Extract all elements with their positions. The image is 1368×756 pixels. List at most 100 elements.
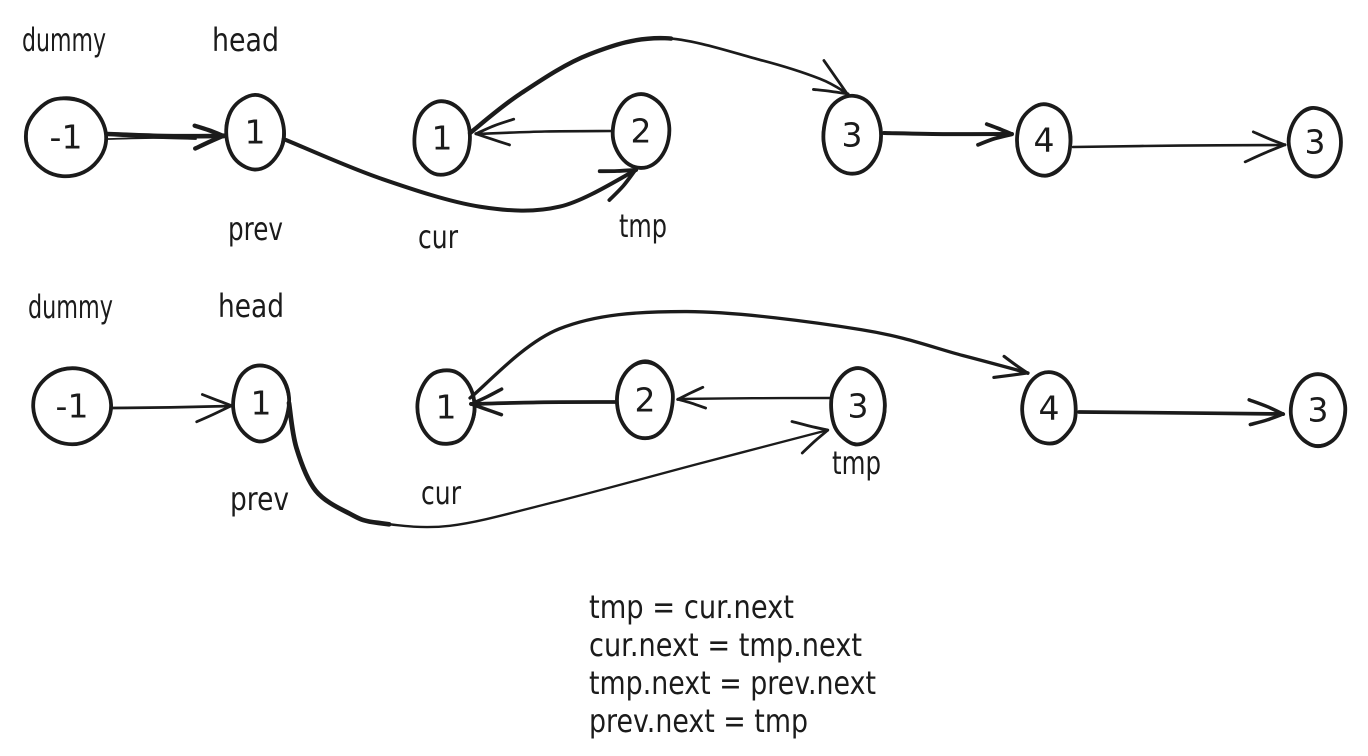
arrow-dummy-to-prev-double-stroke-shaft xyxy=(107,137,197,140)
node-cur: 1 xyxy=(412,99,472,177)
pointer-label-head: head xyxy=(218,287,284,325)
arrowhead-barb xyxy=(1248,412,1285,427)
arrow-4-to-tail xyxy=(1071,130,1287,164)
arrowhead-barb xyxy=(193,133,227,151)
arrow-tmp-to-2 xyxy=(676,385,832,410)
arrowhead-barb xyxy=(1251,130,1286,147)
node-circle xyxy=(224,94,285,171)
arrow-2-to-cur-shaft xyxy=(469,400,618,406)
pointer-label-dummy: dummy xyxy=(28,288,113,326)
list-state-after-first-swap: -1 1 1 2 3 4 3 dummy head prev cur tmp xyxy=(22,21,1343,256)
node-value: 3 xyxy=(1305,123,1326,162)
node-circle xyxy=(829,367,887,445)
arrow-cur-to-4-shaft xyxy=(468,309,1030,400)
arrow-dummy-to-prev-shaft xyxy=(110,404,233,410)
arrowhead-barb xyxy=(1002,354,1030,375)
pointer-label-head: head xyxy=(212,21,279,59)
pointer-label-tmp: tmp xyxy=(832,444,881,482)
arrowhead-barb xyxy=(597,168,638,174)
arrow-tmp-to-2-shaft xyxy=(676,396,832,401)
arrowhead-barb xyxy=(1243,143,1287,164)
list-state-after-second-swap: -1 1 1 2 3 4 3 dummy head prev cur tmp xyxy=(28,287,1348,530)
node-value: 4 xyxy=(1034,121,1055,160)
arrow-3-to-4 xyxy=(882,122,1014,147)
node-circle xyxy=(413,99,472,176)
arrow-prev-to-tmp-shaft xyxy=(287,401,830,529)
node-prev: 1 xyxy=(224,92,286,172)
node-3: 3 xyxy=(821,93,883,176)
node-value: 2 xyxy=(635,381,656,420)
arrowhead-barb xyxy=(607,167,638,202)
node-circle xyxy=(32,366,113,446)
pointer-label-prev: prev xyxy=(230,480,289,518)
node-value: 3 xyxy=(1308,391,1329,430)
node-tmp: 2 xyxy=(610,92,672,170)
node-4: 4 xyxy=(1015,102,1073,178)
arrow-tmp-to-cur xyxy=(474,117,614,147)
pointer-label-cur: cur xyxy=(418,218,459,256)
node-tail-3: 3 xyxy=(1286,106,1343,179)
node-value: 2 xyxy=(631,112,652,151)
node-circle xyxy=(25,96,108,178)
arrow-dummy-to-prev xyxy=(104,123,227,151)
node-value: 3 xyxy=(848,387,869,426)
node-value: 1 xyxy=(251,384,272,423)
node-tmp: 3 xyxy=(829,366,887,447)
arrow-cur-to-3-shaft xyxy=(468,36,850,135)
node-cur: 1 xyxy=(415,368,477,446)
node-circle xyxy=(1021,370,1078,446)
arrowhead-barb xyxy=(1247,398,1286,416)
arrowhead-barb xyxy=(474,132,511,147)
arrowhead-barb xyxy=(676,397,707,410)
pointer-label-cur: cur xyxy=(421,474,462,512)
pointer-label-prev: prev xyxy=(228,210,283,248)
arrowhead-barb xyxy=(474,117,516,136)
pointer-label-tmp: tmp xyxy=(619,207,667,245)
arrowhead-barb xyxy=(800,428,829,455)
arrowhead-barb xyxy=(676,385,705,401)
arrow-prev-to-tmp xyxy=(284,138,638,213)
arrowhead-barb xyxy=(976,132,1014,147)
arrow-tmp-to-cur-shaft xyxy=(474,129,614,136)
node-circle xyxy=(232,363,291,443)
node-value: 1 xyxy=(245,113,266,152)
code-line-3: tmp.next = prev.next xyxy=(589,664,876,702)
arrow-dummy-to-prev xyxy=(110,393,233,424)
node-value: 4 xyxy=(1039,389,1060,428)
code-line-4: prev.next = tmp xyxy=(589,702,808,740)
node-circle xyxy=(1287,106,1343,177)
node-value: 1 xyxy=(436,388,457,427)
node-value: -1 xyxy=(56,387,89,426)
node-2: 2 xyxy=(615,359,675,441)
node-circle xyxy=(615,361,674,440)
node-circle xyxy=(1015,102,1073,178)
node-circle xyxy=(611,92,671,170)
arrow-dummy-to-prev-shaft xyxy=(104,131,227,139)
arrowhead-barb xyxy=(992,371,1030,380)
pointer-label-dummy: dummy xyxy=(22,21,106,59)
arrow-prev-to-tmp-thick-pass xyxy=(286,400,831,530)
node-circle xyxy=(821,94,883,175)
arrow-4-to-tail-shaft xyxy=(1071,143,1287,149)
arrow-cur-to-3 xyxy=(467,35,851,136)
node-value: 1 xyxy=(432,119,453,158)
node-dummy: -1 xyxy=(31,366,113,447)
arrow-3-to-4-shaft xyxy=(882,131,1014,137)
arrow-prev-to-tmp-shaft xyxy=(284,138,638,213)
arrow-4-to-tail xyxy=(1077,398,1286,427)
arrowhead-barb xyxy=(195,404,233,424)
code-line-1: tmp = cur.next xyxy=(589,588,794,626)
arrow-cur-to-4 xyxy=(468,309,1030,400)
arrowhead-barb xyxy=(790,420,830,432)
node-4: 4 xyxy=(1020,370,1078,446)
arrow-cur-to-3-thick-pass xyxy=(467,35,851,136)
node-dummy: -1 xyxy=(24,96,109,179)
node-value: 3 xyxy=(842,116,863,155)
code-line-2: cur.next = tmp.next xyxy=(589,626,862,664)
node-value: -1 xyxy=(50,118,83,157)
arrow-2-to-cur xyxy=(469,387,618,417)
arrowhead-barb xyxy=(822,59,849,96)
